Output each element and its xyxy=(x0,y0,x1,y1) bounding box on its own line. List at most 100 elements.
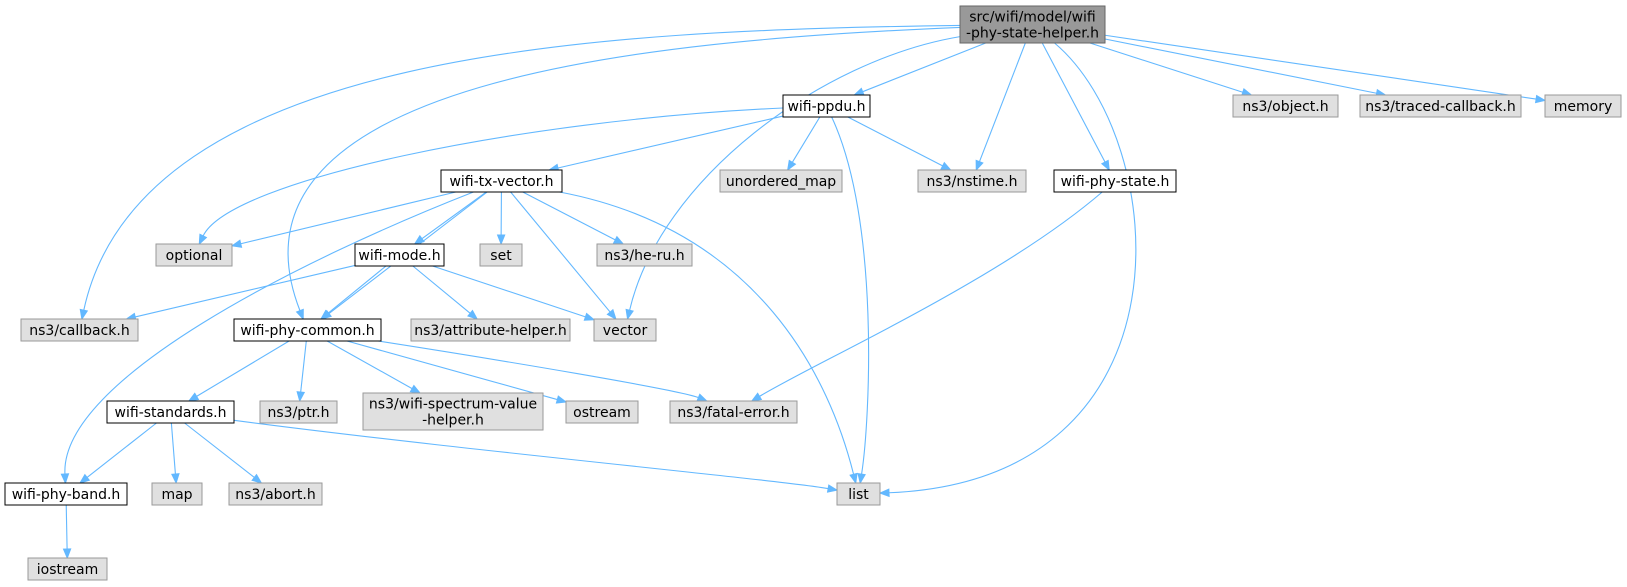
edge-root-to-ns3-traced-callback xyxy=(1104,38,1387,98)
edge-wifi-ppdu-to-optional xyxy=(198,107,784,246)
edge-wifi-phy-state-to-ns3-fatal-error xyxy=(750,191,1103,402)
edge-line xyxy=(412,265,471,314)
node-box xyxy=(1544,94,1622,118)
node-label: set xyxy=(490,248,512,264)
arrowhead xyxy=(625,308,634,321)
arrowhead xyxy=(409,384,422,394)
node-set: set xyxy=(479,243,523,267)
node-box xyxy=(1232,94,1339,118)
node-wifi-tx-vector[interactable]: wifi-tx-vector.h xyxy=(440,169,563,193)
edge-wifi-tx-vector-to-ns3-he-ru xyxy=(522,191,625,245)
node-label: wifi-phy-common.h xyxy=(240,323,374,339)
node-ns3-traced-callback: ns3/traced-callback.h xyxy=(1359,94,1522,118)
node-label: unordered_map xyxy=(726,174,836,190)
node-label: map xyxy=(161,487,192,503)
edge-wifi-standards-to-map xyxy=(170,422,180,485)
node-box xyxy=(782,94,871,118)
arrowhead xyxy=(78,473,91,484)
edge-line xyxy=(1104,34,1537,100)
node-label: wifi-phy-band.h xyxy=(12,487,121,503)
edge-line xyxy=(978,42,1026,162)
node-label: optional xyxy=(166,248,223,264)
edge-wifi-ppdu-to-list xyxy=(831,116,870,485)
node-label: ns3/callback.h xyxy=(29,323,129,339)
arrowhead xyxy=(975,159,984,172)
node-label: wifi-standards.h xyxy=(115,405,227,421)
edge-line xyxy=(86,422,157,478)
edge-line xyxy=(1089,42,1243,93)
edge-line xyxy=(791,116,821,163)
node-label: -phy-state-helper.h xyxy=(966,26,1099,42)
edge-wifi-tx-vector-to-optional xyxy=(230,191,456,248)
node-label: list xyxy=(848,487,869,503)
edge-line xyxy=(240,191,456,245)
arrowhead xyxy=(1534,94,1547,104)
node-box xyxy=(959,5,1106,44)
node-label: src/wifi/model/wifi xyxy=(969,10,1096,26)
node-label: ns3/ptr.h xyxy=(268,405,330,421)
node-label: ns3/abort.h xyxy=(235,487,315,503)
node-label: memory xyxy=(1554,99,1613,115)
node-wifi-phy-common[interactable]: wifi-phy-common.h xyxy=(233,318,382,342)
arrowhead xyxy=(79,308,89,321)
edge-line xyxy=(831,116,870,475)
node-box xyxy=(354,243,445,267)
edge-wifi-tx-vector-to-wifi-phy-band xyxy=(60,191,474,485)
edge-wifi-standards-to-list xyxy=(233,419,839,493)
node-label: wifi-phy-state.h xyxy=(1061,174,1170,190)
edge-line xyxy=(559,191,855,475)
node-ns3-fatal-error: ns3/fatal-error.h xyxy=(669,400,798,424)
arrowhead xyxy=(786,159,797,172)
edge-root-to-wifi-ppdu xyxy=(853,42,986,96)
node-box xyxy=(155,243,233,267)
node-label: ns3/object.h xyxy=(1242,99,1328,115)
arrowhead xyxy=(853,87,865,96)
edge-root-to-memory xyxy=(1104,34,1547,104)
node-box xyxy=(410,318,571,342)
node-box xyxy=(719,169,843,193)
node-box xyxy=(151,482,203,506)
edge-line xyxy=(64,191,474,475)
node-label: ostream xyxy=(573,405,631,421)
node-ns3-wifi-spectrum-value-helper: ns3/wifi-spectrum-value-helper.h xyxy=(362,392,544,431)
arrowhead xyxy=(413,234,425,245)
node-label: wifi-ppdu.h xyxy=(787,99,865,115)
node-wifi-phy-state[interactable]: wifi-phy-state.h xyxy=(1053,169,1177,193)
arrowhead xyxy=(750,392,763,402)
node-label: ns3/he-ru.h xyxy=(604,248,684,264)
node-ns3-attribute-helper: ns3/attribute-helper.h xyxy=(410,318,571,342)
edge-line xyxy=(759,191,1103,397)
edge-wifi-ppdu-to-unordered-map xyxy=(786,116,821,172)
node-root[interactable]: src/wifi/model/wifi-phy-state-helper.h xyxy=(959,5,1106,44)
node-vector: vector xyxy=(593,318,657,342)
edge-wifi-tx-vector-to-vector xyxy=(510,191,617,321)
node-wifi-ppdu[interactable]: wifi-ppdu.h xyxy=(782,94,871,118)
node-wifi-phy-band[interactable]: wifi-phy-band.h xyxy=(4,482,128,506)
arrowhead xyxy=(849,472,858,485)
edge-wifi-phy-common-to-wifi-standards xyxy=(187,340,290,402)
edge-line xyxy=(83,24,961,311)
edge-wifi-mode-to-wifi-phy-common xyxy=(319,265,387,320)
node-ns3-ptr: ns3/ptr.h xyxy=(259,400,338,424)
edge-line xyxy=(510,191,611,313)
node-wifi-mode[interactable]: wifi-mode.h xyxy=(354,243,445,267)
edge-wifi-ppdu-to-ns3-nstime xyxy=(847,116,952,171)
edge-wifi-phy-common-to-ns3-ptr xyxy=(296,340,307,403)
node-ns3-he-ru: ns3/he-ru.h xyxy=(596,243,693,267)
node-unordered-map: unordered_map xyxy=(719,169,843,193)
edge-line xyxy=(170,422,176,475)
arrowhead xyxy=(62,548,72,560)
node-wifi-standards[interactable]: wifi-standards.h xyxy=(106,400,235,424)
node-ostream: ostream xyxy=(565,400,639,424)
node-label: vector xyxy=(603,323,648,339)
arrowhead xyxy=(187,392,200,402)
node-map: map xyxy=(151,482,203,506)
node-box xyxy=(479,243,523,267)
node-optional: optional xyxy=(155,243,233,267)
edge-line xyxy=(1104,38,1377,94)
arrowhead xyxy=(319,309,332,320)
arrowhead xyxy=(171,473,180,485)
edge-line xyxy=(184,422,255,478)
edge-line xyxy=(135,264,356,318)
node-list: list xyxy=(836,482,881,506)
